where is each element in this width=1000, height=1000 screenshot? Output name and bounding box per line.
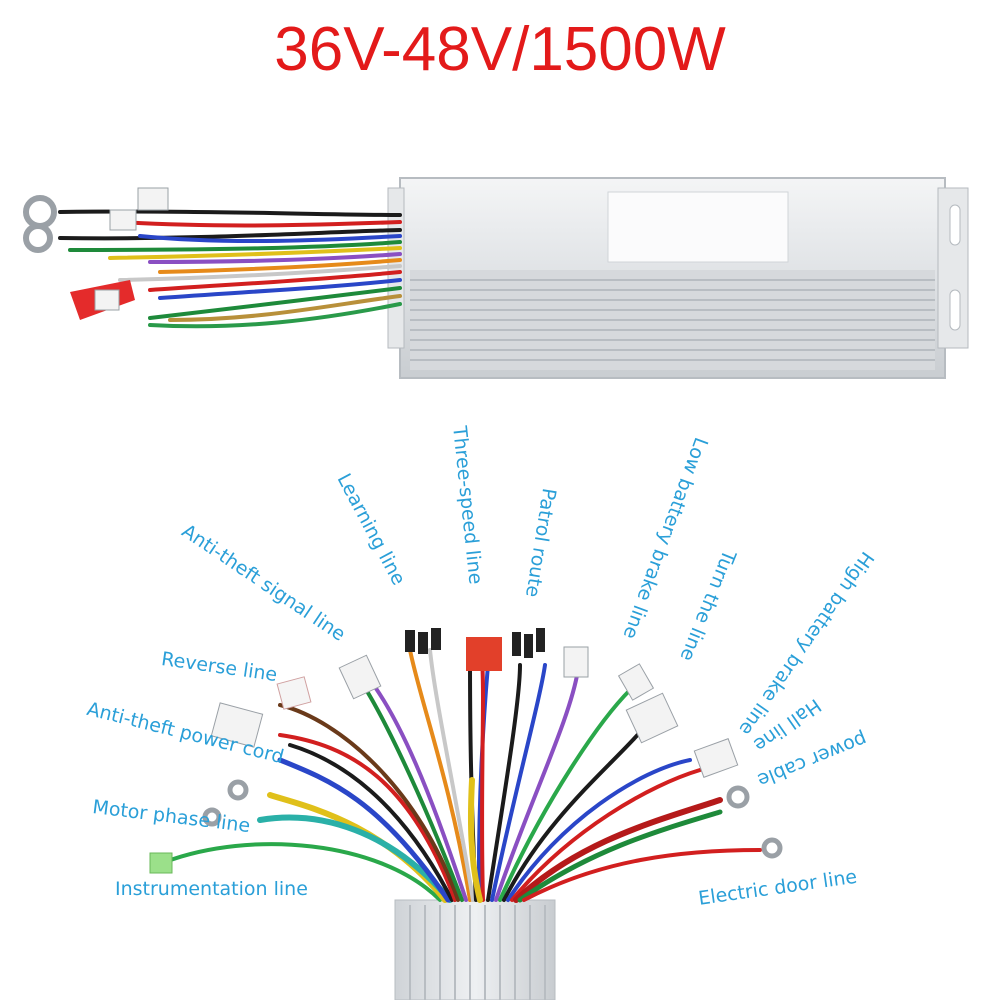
wire-bundle-top	[58, 209, 402, 329]
wire-fan-bottom	[163, 648, 762, 903]
product-title: 36V-48V/1500W	[274, 15, 726, 84]
label-instrumentation-line: Instrumentation line	[115, 878, 308, 900]
connectors-bottom	[149, 628, 783, 874]
controller-box-top	[387, 177, 969, 379]
connectors-top	[23, 187, 169, 320]
controller-box-bottom	[394, 899, 556, 1000]
